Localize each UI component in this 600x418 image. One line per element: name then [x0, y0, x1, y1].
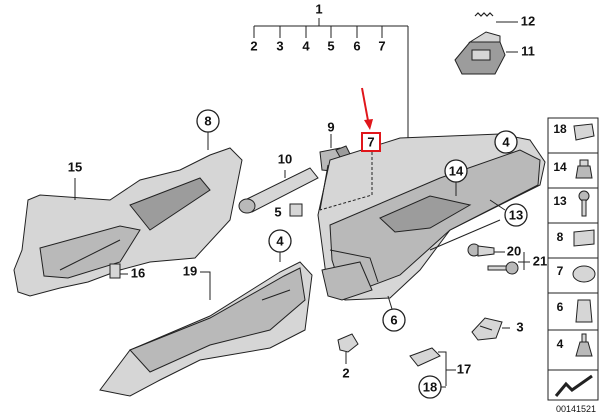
part-3-clip: 3: [471, 317, 524, 341]
callout-label-3-top: 3: [276, 38, 283, 53]
callout-label-6-top: 6: [353, 38, 360, 53]
side-label-6: 6: [557, 300, 564, 314]
side-icon-bracket: [573, 229, 595, 247]
side-icon-plug: [572, 265, 596, 283]
callout-4-mid: 4: [268, 229, 292, 262]
tree-lines: [253, 25, 409, 140]
side-label-14: 14: [553, 160, 567, 174]
callout-label-2-top: 2: [250, 38, 257, 53]
callout-label-2: 2: [342, 365, 349, 380]
callout-label-6: 6: [390, 312, 397, 327]
callout-6: 6: [382, 295, 406, 332]
callout-label-4-right: 4: [502, 134, 510, 149]
callout-7-highlighted: 7: [319, 87, 381, 211]
callout-label-15: 15: [68, 159, 82, 174]
callout-4-right: 4: [494, 130, 518, 154]
part-15-left-trim-panel: [13, 147, 243, 297]
callout-label-13: 13: [509, 207, 523, 222]
side-icon-clip: [573, 123, 595, 141]
side-label-7: 7: [557, 264, 564, 278]
callout-label-7: 7: [367, 134, 374, 149]
part-1-glovebox: [317, 133, 546, 301]
image-number: 00141521: [556, 404, 596, 414]
callout-14: 14: [444, 159, 468, 196]
callout-label-14: 14: [449, 163, 464, 178]
callout-label-8: 8: [204, 113, 211, 128]
callout-label-20: 20: [507, 243, 521, 258]
callout-13: 13: [489, 199, 528, 227]
part-11-latch: 11: [454, 31, 535, 75]
callout-label-19: 19: [183, 263, 197, 278]
part-5-small-clip: 5: [274, 203, 303, 219]
callout-label-10: 10: [278, 151, 292, 166]
callout-label-21: 21: [533, 253, 547, 268]
callout-8: 8: [196, 109, 220, 150]
callout-label-16: 16: [131, 265, 145, 280]
part-12-spring: 12: [474, 12, 535, 28]
callout-18: 18: [418, 375, 446, 399]
side-label-8: 8: [557, 230, 564, 244]
side-icon-expanding-rivet: [575, 341, 593, 357]
callout-label-4-top: 4: [302, 38, 310, 53]
side-label-18: 18: [553, 122, 567, 136]
callout-label-17: 17: [457, 361, 471, 376]
callout-label-5-left: 5: [274, 204, 281, 219]
callout-tree-1: 1 2 3 4 5 6 7: [250, 1, 409, 140]
part-21-key: 21: [487, 252, 547, 275]
callout-label-9: 9: [327, 119, 334, 134]
part-19-lower-trim: [99, 261, 313, 397]
callout-15: 15: [68, 159, 82, 200]
side-label-13: 13: [553, 194, 567, 208]
callout-19: 19: [183, 263, 211, 300]
part-20-lock-cylinder: 20: [467, 243, 521, 258]
side-icon-clip-spring: [575, 299, 593, 323]
callout-label-4-mid: 4: [276, 233, 284, 248]
callout-label-1: 1: [315, 1, 322, 16]
callout-label-3: 3: [516, 319, 523, 334]
callout-label-11: 11: [521, 43, 535, 58]
part-2-bracket: 2: [337, 333, 359, 380]
side-parts-panel: 18 14 13 8 7 6 4: [547, 117, 599, 401]
callout-16: 16: [120, 265, 145, 280]
part-17-cover: 17: [409, 347, 471, 386]
callout-label-5-top: 5: [327, 38, 334, 53]
callout-label-12: 12: [521, 13, 535, 28]
side-label-4: 4: [557, 337, 564, 351]
callout-label-18: 18: [423, 379, 437, 394]
part-10-tube: 10: [238, 151, 319, 214]
side-icon-grommet: [575, 165, 593, 179]
highlight-box: [361, 132, 381, 152]
callout-label-7-top: 7: [378, 38, 385, 53]
orientation-arrow-icon: [554, 374, 593, 397]
